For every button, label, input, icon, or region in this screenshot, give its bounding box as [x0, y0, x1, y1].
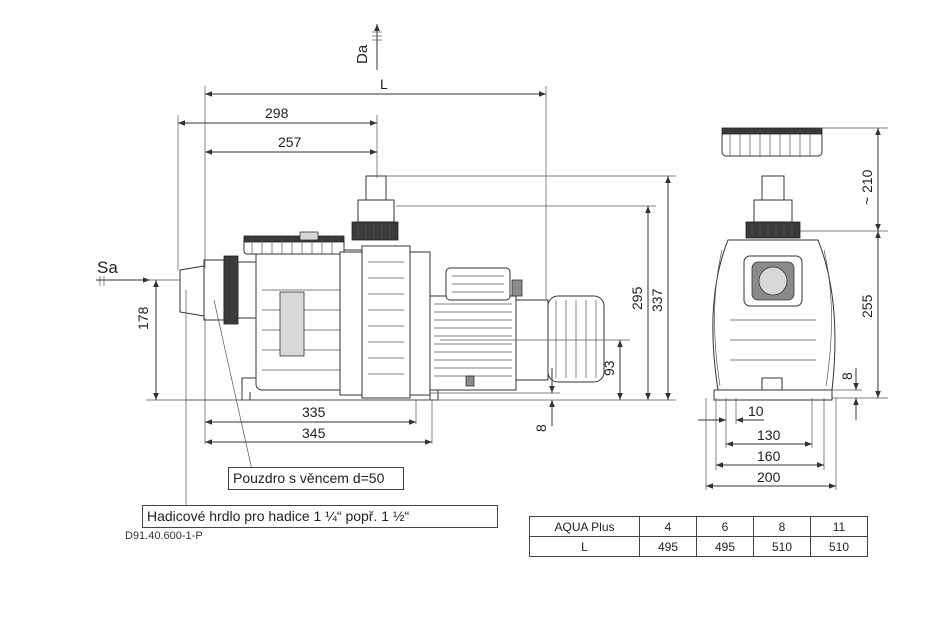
dimension-lines — [96, 24, 888, 508]
table-cell: 495 — [696, 536, 754, 557]
table-cell: 11 — [810, 516, 868, 537]
table-cell: 510 — [810, 536, 868, 557]
table-cell: AQUA Plus — [529, 516, 640, 537]
dim-160: 160 — [757, 448, 781, 464]
table-cell: 6 — [696, 516, 754, 537]
table-cell: 495 — [639, 536, 697, 557]
dim-295: 295 — [629, 286, 645, 310]
dimension-labels: Da L Sa 298 257 178 335 345 295 337 93 8… — [97, 44, 875, 485]
dim-200: 200 — [757, 469, 781, 485]
dim-178: 178 — [135, 306, 151, 330]
drawing-code: D91.40.600-1-P — [125, 530, 203, 542]
dim-8-front: 8 — [533, 424, 549, 432]
dim-10: 10 — [748, 403, 764, 419]
table-cell: 510 — [753, 536, 811, 557]
table-cell: 4 — [639, 516, 697, 537]
dim-298: 298 — [265, 105, 289, 121]
dim-130: 130 — [757, 427, 781, 443]
table-row: L 495 495 510 510 — [529, 536, 868, 557]
label-sa: Sa — [97, 258, 118, 277]
hose-callout: Hadicové hrdlo pro hadice 1 ¼“ popř. 1 ½… — [142, 505, 498, 528]
dim-255: 255 — [859, 294, 875, 318]
front-view-pump — [179, 175, 605, 401]
dim-93: 93 — [601, 360, 617, 376]
spec-table: AQUA Plus 4 6 8 11 L 495 495 510 510 — [529, 516, 868, 557]
table-cell: L — [529, 536, 640, 557]
dim-337: 337 — [649, 288, 665, 312]
table-cell: 8 — [753, 516, 811, 537]
table-header-row: AQUA Plus 4 6 8 11 — [529, 516, 868, 537]
dim-335: 335 — [302, 404, 326, 420]
label-l: L — [380, 76, 388, 92]
dim-257: 257 — [278, 134, 302, 150]
dim-210: ~ 210 — [859, 169, 875, 205]
dim-345: 345 — [302, 425, 326, 441]
label-da: Da — [354, 44, 371, 64]
housing-callout: Pouzdro s věncem d=50 — [228, 467, 404, 490]
dim-8-side: 8 — [839, 372, 855, 380]
side-view-pump — [712, 127, 836, 401]
